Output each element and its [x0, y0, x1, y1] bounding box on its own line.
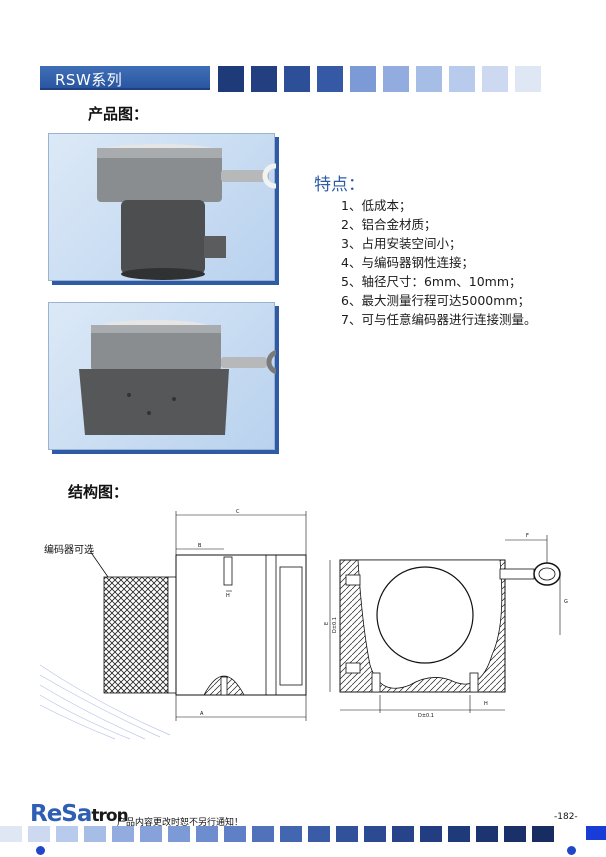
decor-square — [532, 826, 554, 842]
feature-item: 1、低成本； — [341, 198, 412, 213]
decor-square — [308, 826, 330, 842]
footer-corner-block — [586, 826, 606, 840]
decor-square — [168, 826, 190, 842]
feature-item: 2、铝合金材质； — [341, 217, 437, 232]
product-section-title: 产品图： — [88, 105, 149, 123]
decor-square — [350, 66, 376, 92]
decor-square — [364, 826, 386, 842]
decor-square — [280, 826, 302, 842]
decor-square — [504, 826, 526, 842]
section-header-title: RSW系列 — [55, 71, 123, 89]
decor-square — [0, 826, 22, 842]
product-photo-2 — [48, 302, 292, 450]
dim-e-label: E — [324, 622, 330, 625]
decor-square — [218, 66, 244, 92]
dim-a-label: A — [200, 711, 204, 717]
dim-d-bottom-label: D±0.1 — [418, 713, 434, 719]
dim-g-label: G — [564, 599, 568, 605]
decor-square — [416, 66, 442, 92]
decor-square — [482, 66, 508, 92]
decor-square — [336, 826, 358, 842]
decor-square — [252, 826, 274, 842]
decor-square — [112, 826, 134, 842]
decor-square — [196, 826, 218, 842]
decor-square — [515, 66, 541, 92]
decor-square — [28, 826, 50, 842]
features-title: 特点： — [314, 175, 365, 195]
encoder-optional-label: 编码器可选 — [44, 545, 94, 556]
decor-square — [224, 826, 246, 842]
header-square-row — [218, 66, 548, 92]
decor-square — [56, 826, 78, 842]
dim-d-side-label: D±0.1 — [332, 617, 338, 633]
decor-square — [251, 66, 277, 92]
decor-square — [476, 826, 498, 842]
brand-logo: ReSatron — [30, 801, 129, 827]
decor-square — [383, 66, 409, 92]
structure-drawing: C B A H F G H D±0.1 E D±0.1 — [40, 509, 568, 740]
product-photo-1 — [48, 133, 288, 281]
footer-dot-left — [36, 846, 45, 855]
decor-square — [140, 826, 162, 842]
decor-square — [449, 66, 475, 92]
dim-c-label: C — [236, 509, 240, 515]
section-header-band — [40, 66, 210, 90]
footer-dot-right — [567, 846, 576, 855]
feature-item: 4、与编码器钢性连接； — [341, 255, 474, 270]
dim-f-label: F — [526, 533, 529, 539]
decor-square — [392, 826, 414, 842]
dim-h2-label: H — [484, 701, 488, 707]
feature-item: 7、可与任意编码器进行连接测量。 — [341, 312, 537, 327]
features-list: 1、低成本； 2、铝合金材质； 3、占用安装空间小； 4、与编码器钢性连接； 5… — [341, 196, 536, 329]
footer-note: 产品内容更改时恕不另行通知！ — [117, 818, 244, 828]
decor-square — [84, 826, 106, 842]
structure-section-title: 结构图： — [68, 483, 129, 501]
dim-h-label: H — [226, 593, 230, 599]
feature-item: 6、最大测量行程可达5000mm； — [341, 293, 531, 308]
dim-b-label: B — [198, 543, 202, 549]
decor-square — [448, 826, 470, 842]
feature-item: 3、占用安装空间小； — [341, 236, 462, 251]
decor-square — [420, 826, 442, 842]
footer-square-row — [0, 826, 560, 842]
decor-square — [284, 66, 310, 92]
page-number: -182- — [554, 812, 578, 822]
feature-item: 5、轴径尺寸：6mm、10mm； — [341, 274, 522, 289]
decor-square — [317, 66, 343, 92]
